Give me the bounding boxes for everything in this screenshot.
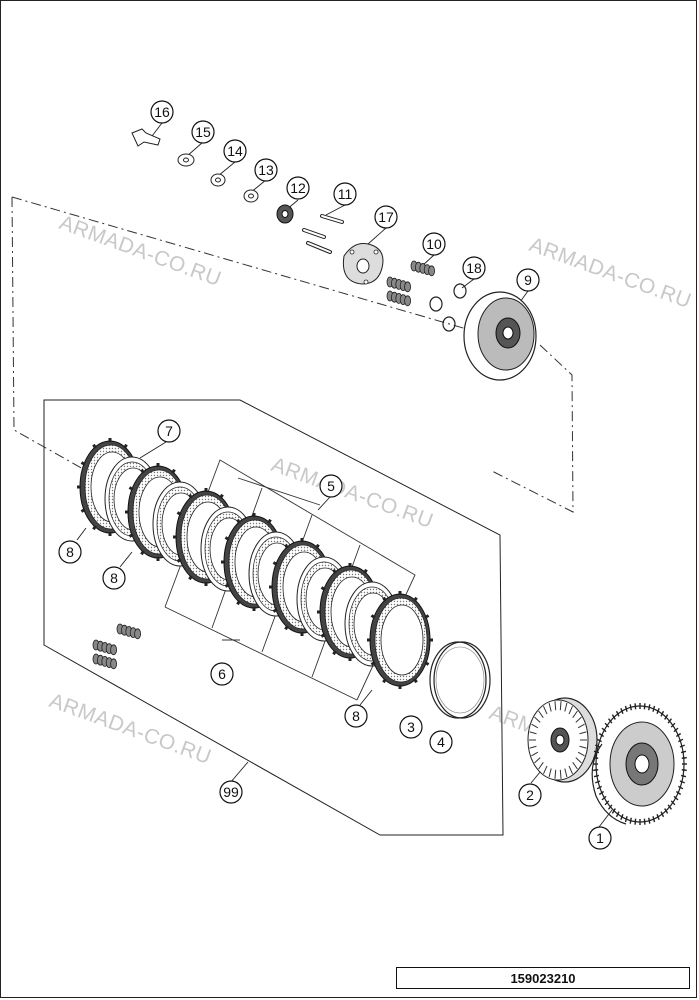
callout-99: 99 — [219, 780, 243, 804]
callout-label: 1 — [596, 830, 604, 846]
clutch-spring-10 — [386, 290, 412, 307]
callout-label: 2 — [526, 787, 534, 803]
callout-9: 9 — [516, 268, 540, 292]
callout-label: 99 — [223, 784, 239, 800]
callout-layer: 16 15 14 13 12 11 17 10 18 9 7 5 8 8 6 8 3 4 2 1 99 — [58, 100, 612, 850]
kit-99-outline — [43, 399, 504, 836]
callout-15: 15 — [191, 120, 215, 144]
callout-label: 13 — [258, 162, 274, 178]
callout-16: 16 — [150, 100, 174, 124]
callout-label: 16 — [154, 104, 170, 120]
callout-3: 3 — [399, 715, 423, 739]
clutch-spring-10 — [386, 276, 412, 293]
callout-8: 8 — [58, 540, 82, 564]
callout-10: 10 — [422, 232, 446, 256]
callout-14: 14 — [223, 139, 247, 163]
callout-label: 8 — [352, 708, 360, 724]
watermark-text: ARMADA-CO.RU — [268, 453, 436, 533]
callout-18: 18 — [462, 256, 486, 280]
watermark-text: ARMADA-CO.RU — [526, 233, 694, 313]
callout-label: 5 — [327, 478, 335, 494]
clutch-spring-10 — [410, 260, 436, 277]
o-ring-18 — [453, 283, 467, 299]
adjusting-screw-16 — [131, 128, 161, 147]
callout-8: 8 — [102, 566, 126, 590]
callout-label: 10 — [426, 236, 442, 252]
callout-label: 11 — [338, 186, 353, 202]
diagram-number: 159023210 — [510, 970, 576, 986]
assembly-guide-lines — [11, 196, 574, 513]
spare-spring — [92, 653, 117, 670]
spare-spring — [92, 639, 117, 656]
support-ring-4 — [433, 641, 491, 719]
callout-label: 12 — [290, 180, 306, 196]
o-ring-18 — [442, 316, 456, 332]
watermark-text: ARMADA-CO.RU — [46, 689, 214, 769]
callout-6: 6 — [210, 662, 234, 686]
spare-spring — [116, 623, 142, 640]
callout-7: 7 — [157, 419, 181, 443]
callout-label: 8 — [110, 570, 118, 586]
callout-8: 8 — [344, 704, 368, 728]
diagram-number-box: 159023210 — [396, 967, 690, 989]
callout-label: 18 — [466, 260, 482, 276]
friction-plate — [367, 591, 433, 689]
callout-13: 13 — [254, 158, 278, 182]
callout-4: 4 — [429, 730, 453, 754]
damper-ring-3 — [429, 641, 487, 719]
callout-5: 5 — [319, 474, 343, 498]
callout-label: 8 — [66, 544, 74, 560]
callout-2: 2 — [518, 783, 542, 807]
callout-label: 15 — [195, 124, 211, 140]
callout-11: 11 — [333, 182, 357, 206]
callout-17: 17 — [374, 205, 398, 229]
callout-label: 9 — [524, 272, 532, 288]
callout-label: 6 — [218, 666, 226, 682]
callout-12: 12 — [286, 176, 310, 200]
o-ring-18 — [429, 296, 443, 312]
callout-label: 4 — [437, 734, 445, 750]
callout-1: 1 — [588, 826, 612, 850]
callout-label: 7 — [165, 423, 173, 439]
callout-label: 14 — [227, 143, 243, 159]
callout-label: 3 — [407, 719, 415, 735]
callout-label: 17 — [378, 209, 394, 225]
clutch-parts — [77, 128, 687, 825]
